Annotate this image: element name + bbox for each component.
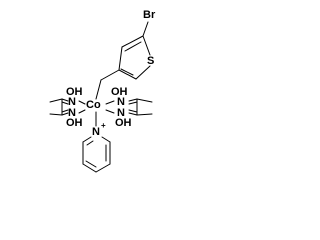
bond-c4-c5-inner [124,41,142,52]
bond-left-lower-methyl [49,113,63,116]
pyridinium-charge: + [101,121,106,130]
bond-right-upper-c-n-double [128,101,138,105]
bond-right-lower-c-n [128,112,138,116]
bond-left-lower-c-n-double [61,109,69,113]
bond-right-upper-c-n [128,98,138,102]
bond-c5-s [142,35,151,56]
bond-c3-ch2 [100,69,120,81]
bond-n-c2 [101,136,111,143]
bond-c3-c4 [95,163,111,173]
n-lower-left-label: N [68,107,76,119]
oh-lower-left-label: OH [66,117,83,129]
bond-right-lower-n-co [105,109,115,114]
bond-right-lower-c-n-double [128,109,138,113]
oh-upper-left-label: OH [66,86,83,98]
n-upper-right-label: N [117,96,125,108]
methylene-linker [95,69,120,100]
bond-c5-br [142,21,149,37]
bond-c6-n-inner [86,140,94,146]
oh-lower-right-label: OH [115,117,132,129]
bond-c3-c4 [118,46,123,71]
bond-c4-c5 [121,35,144,48]
bond-left-lower-n-co [78,109,86,114]
bond-left-upper-c-n-double [61,101,69,105]
bond-c6-n [82,136,92,143]
n-lower-right-label: N [117,107,125,119]
bond-left-lower-c-n [61,112,69,116]
bond-s-c2 [135,65,151,80]
bond-right-upper-n-co [105,100,115,105]
bond-left-upper-n-co [78,100,86,105]
bromine-label: Br [143,9,156,21]
pyridinium-ring: N + [82,121,111,173]
cobalt-label: Co [86,99,101,111]
bond-c2-c3-inner [120,68,134,76]
bromothiophene-group: Br S [118,9,156,80]
bond-c2-c3 [118,69,137,80]
bond-c4-c5 [82,163,97,173]
n-upper-left-label: N [68,96,76,108]
left-glyoxime-ligand: OH N N OH [49,86,86,129]
bond-left-upper-c-n [61,98,69,102]
right-glyoxime-ligand: OH N N OH [105,86,153,129]
oh-upper-right-label: OH [111,86,128,98]
sulfur-label: S [147,55,154,67]
chemical-structure: Br S Co OH N N OH OH N N OH [49,9,156,173]
pyridinium-n-label: N [92,126,100,138]
bond-right-lower-methyl [136,113,153,116]
bond-left-upper-methyl [49,98,63,103]
bond-ch2-co [95,79,102,100]
bond-right-upper-methyl [136,98,153,103]
bond-c4-c5-inner [85,160,97,168]
